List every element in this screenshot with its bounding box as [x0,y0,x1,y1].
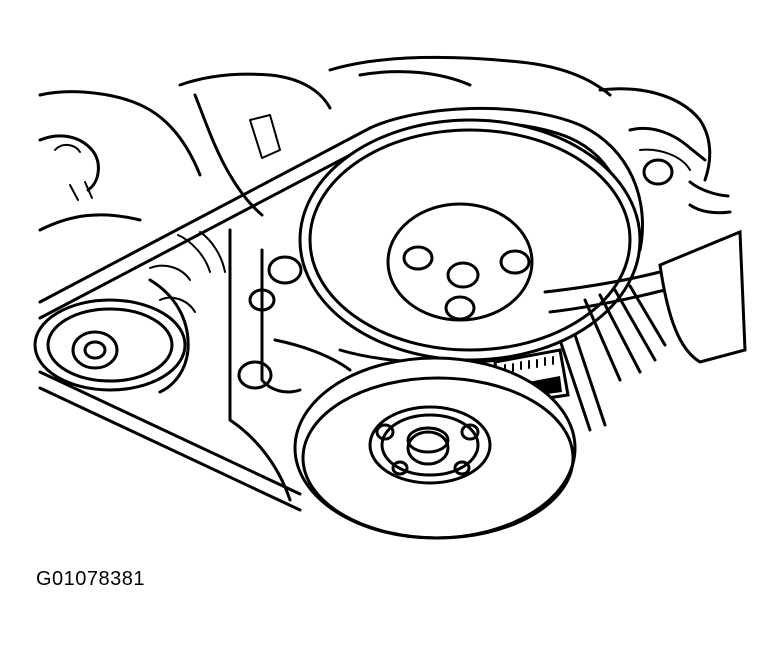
engine-block-outline [38,55,732,313]
crankshaft-pulley [293,356,577,540]
idler-pulley [33,278,190,394]
upper-pulley [298,118,642,365]
figure-code: G01078381 [36,568,146,590]
mounting-bracket [228,228,352,502]
